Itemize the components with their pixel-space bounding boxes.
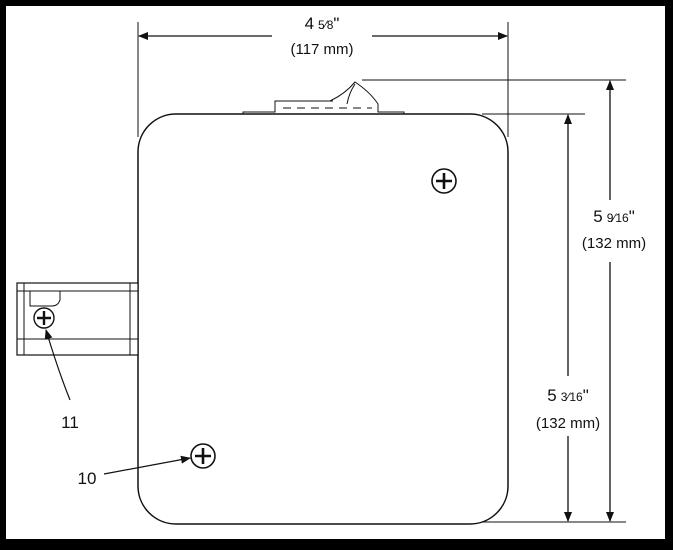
callout-11-label: 11 (61, 413, 79, 432)
enclosure-body (137, 81, 509, 525)
callout-10-label: 10 (78, 469, 97, 488)
overall-height-metric-label: (132 mm) (582, 235, 646, 252)
phillips-cross-icon (37, 311, 51, 325)
body-height-metric-label: (132 mm) (536, 415, 600, 432)
top-latch-curve (346, 83, 356, 105)
callout-10: 10 (78, 455, 191, 488)
screw-top-right (431, 168, 457, 194)
phillips-cross-icon (195, 448, 211, 464)
callout-11: 11 (44, 329, 79, 432)
side-bracket-clip (29, 290, 61, 307)
screw-side (33, 307, 55, 329)
callout-10-leader (103, 455, 191, 475)
callout-11-leader (44, 329, 71, 401)
top-latch (242, 81, 405, 117)
side-bracket (16, 282, 139, 356)
screw-bottom-left (190, 443, 216, 469)
phillips-cross-icon (436, 173, 452, 189)
width-metric-label: (117 mm) (290, 41, 353, 58)
